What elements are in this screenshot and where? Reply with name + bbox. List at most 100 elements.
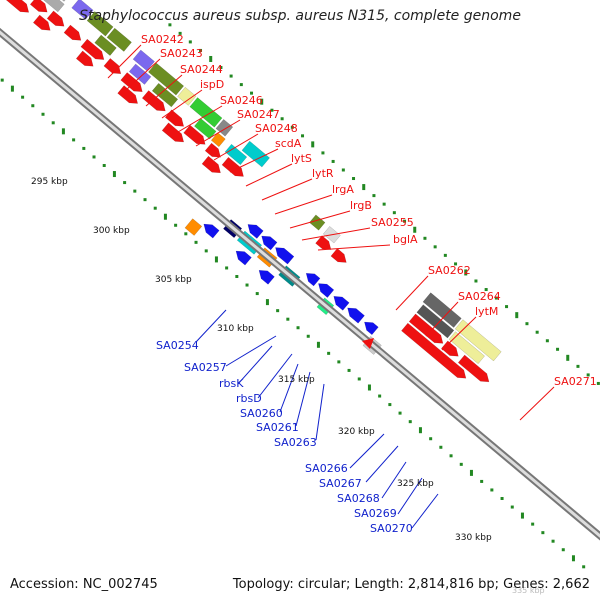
feature-band[interactable] xyxy=(106,27,132,52)
cds-forward[interactable] xyxy=(183,124,206,145)
cds-forward[interactable] xyxy=(201,155,221,174)
gene-label-sa0264[interactable]: SA0264 xyxy=(458,290,501,303)
ruler-dot xyxy=(72,138,76,142)
gene-label-sa0267[interactable]: SA0267 xyxy=(319,477,362,490)
cds-reverse[interactable] xyxy=(258,269,275,285)
ruler-dot xyxy=(469,469,473,476)
ruler-dot xyxy=(352,177,356,181)
gene-label-sa0266[interactable]: SA0266 xyxy=(305,462,348,475)
gene-label-scda[interactable]: scdA xyxy=(275,137,302,150)
feature-band[interactable] xyxy=(194,118,217,140)
gene-label-sa0247[interactable]: SA0247 xyxy=(237,108,280,121)
cds-forward[interactable] xyxy=(221,156,244,177)
feature-band[interactable] xyxy=(53,0,71,2)
cds-reverse[interactable] xyxy=(261,235,278,251)
gene-label-sa0242[interactable]: SA0242 xyxy=(141,33,184,46)
gene-label-sa0269[interactable]: SA0269 xyxy=(354,507,397,520)
map-title: Staphylococcus aureus subsp. aureus N315… xyxy=(79,8,521,24)
tick-label-310: 310 kbp xyxy=(217,324,254,334)
cds-forward[interactable] xyxy=(63,24,82,41)
gene-label-sa0248[interactable]: SA0248 xyxy=(255,122,298,135)
cds-reverse[interactable] xyxy=(318,283,335,298)
gene-label-rbsk[interactable]: rbsK xyxy=(219,377,244,390)
cds-forward[interactable] xyxy=(75,50,94,67)
feature-band[interactable] xyxy=(241,140,270,168)
cds-forward[interactable] xyxy=(141,90,166,112)
backbone-highlight xyxy=(0,30,600,538)
gene-label-rbsd[interactable]: rbsD xyxy=(236,392,262,405)
gene-label-lytr[interactable]: lytR xyxy=(312,167,334,180)
feature-band[interactable] xyxy=(189,97,223,128)
feature-band[interactable] xyxy=(43,0,65,13)
gene-label-sa0243[interactable]: SA0243 xyxy=(160,47,203,60)
cds-forward[interactable] xyxy=(3,0,30,13)
cds-reverse[interactable] xyxy=(364,321,379,336)
cds-reverse[interactable] xyxy=(235,250,252,266)
cds-forward[interactable] xyxy=(103,58,122,75)
gene-label-sa0262[interactable]: SA0262 xyxy=(428,264,471,277)
feature-band[interactable] xyxy=(128,63,152,85)
ruler-dot xyxy=(341,168,345,172)
gene-label-sa0271[interactable]: SA0271 xyxy=(554,375,597,388)
cds-forward[interactable] xyxy=(408,313,444,344)
feature-band[interactable] xyxy=(448,331,485,365)
cds-forward[interactable] xyxy=(204,142,221,158)
feature-band[interactable] xyxy=(309,214,326,231)
gene-label-sa0260[interactable]: SA0260 xyxy=(240,407,283,420)
feature-band[interactable] xyxy=(422,292,462,328)
feature-band[interactable] xyxy=(132,49,155,72)
gene-label-sa0246[interactable]: SA0246 xyxy=(220,94,263,107)
gene-label-sa0263[interactable]: SA0263 xyxy=(274,436,317,449)
cds-forward[interactable] xyxy=(457,354,490,383)
feature-band[interactable] xyxy=(86,11,114,37)
ruler-dot xyxy=(245,283,249,287)
cds-reverse[interactable] xyxy=(305,272,321,287)
feature-band[interactable] xyxy=(71,0,94,20)
gene-label-lyts[interactable]: lytS xyxy=(291,152,312,165)
gene-label-sa0261[interactable]: SA0261 xyxy=(256,421,299,434)
cds-reverse[interactable] xyxy=(203,223,220,239)
ruler-dot xyxy=(112,171,116,178)
ruler-dot xyxy=(480,479,484,483)
ruler-dot xyxy=(586,373,590,377)
cds-forward[interactable] xyxy=(401,322,467,379)
cds-forward[interactable] xyxy=(80,38,105,60)
feature-band[interactable] xyxy=(184,218,203,236)
cds-forward[interactable] xyxy=(164,109,185,127)
gene-label-lrga[interactable]: lrgA xyxy=(332,183,354,196)
feature-band[interactable] xyxy=(210,132,226,148)
ruler-dot xyxy=(525,322,529,326)
feature-band[interactable] xyxy=(94,34,117,56)
gene-label-bgla[interactable]: bglA xyxy=(393,233,418,246)
cds-reverse[interactable] xyxy=(275,247,295,265)
ruler-dot xyxy=(301,134,305,138)
cds-reverse[interactable] xyxy=(347,307,365,324)
gene-label-lytm[interactable]: lytM xyxy=(475,305,498,318)
gene-label-sa0255[interactable]: SA0255 xyxy=(371,216,414,229)
gene-label-sa0257[interactable]: SA0257 xyxy=(184,361,227,374)
cds-forward[interactable] xyxy=(120,72,143,93)
cds-forward[interactable] xyxy=(440,340,459,357)
feature-band[interactable] xyxy=(151,82,179,108)
gene-label-lrgb[interactable]: lrgB xyxy=(350,199,372,212)
gene-label-sa0244[interactable]: SA0244 xyxy=(180,63,223,76)
ruler-dot xyxy=(413,226,417,233)
gene-label-sa0254[interactable]: SA0254 xyxy=(156,339,199,352)
gene-label-sa0268[interactable]: SA0268 xyxy=(337,492,380,505)
cds-forward[interactable] xyxy=(32,14,51,31)
cds-forward[interactable] xyxy=(330,248,347,263)
feature-band[interactable] xyxy=(454,319,502,362)
cds-forward[interactable] xyxy=(117,85,139,104)
cds-forward[interactable] xyxy=(161,122,185,143)
gene-label-sa0270[interactable]: SA0270 xyxy=(370,522,413,535)
cds-forward[interactable] xyxy=(46,10,65,27)
cds-marker[interactable] xyxy=(362,338,374,349)
feature-band[interactable] xyxy=(224,143,248,166)
gene-features xyxy=(3,0,490,383)
cds-reverse[interactable] xyxy=(247,224,264,239)
cds-forward[interactable] xyxy=(29,0,48,13)
cds-reverse[interactable] xyxy=(333,296,350,311)
tick-label-335: 335 kbp xyxy=(512,586,545,595)
feature-band[interactable] xyxy=(416,304,455,339)
gene-label-ispd[interactable]: ispD xyxy=(200,78,224,91)
